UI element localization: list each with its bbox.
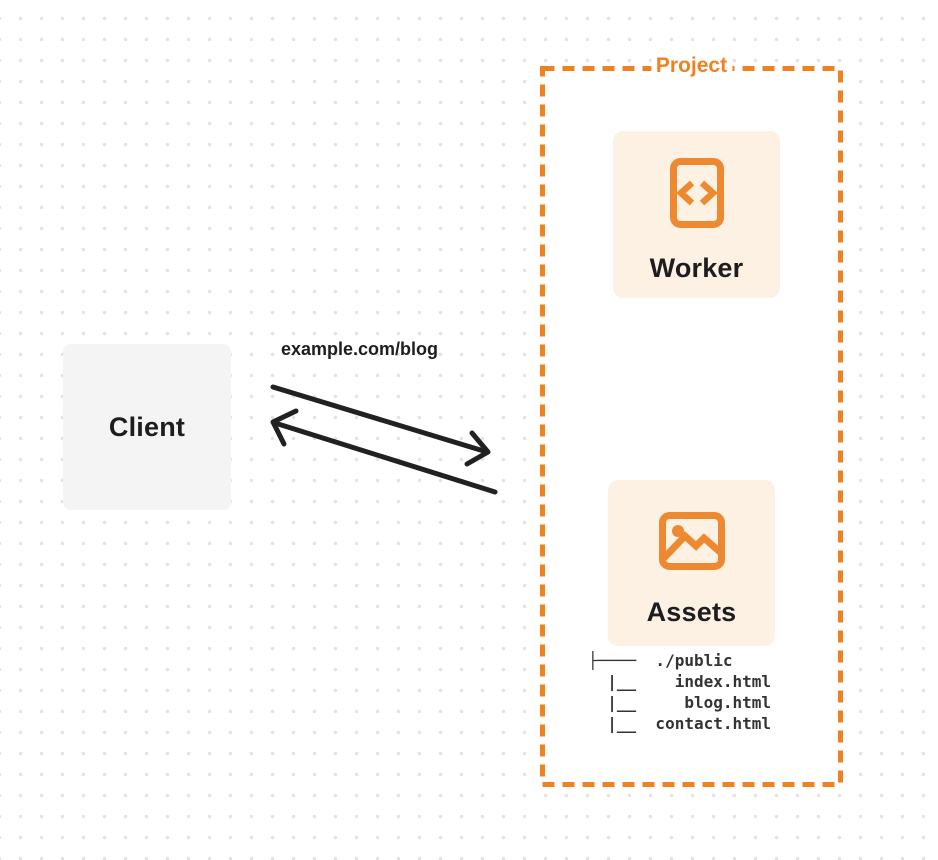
assets-file-tree: ├──── ./public |__ index.html |__ blog.h…: [588, 650, 771, 734]
worker-label: Worker: [649, 253, 744, 283]
request-url-label: example.com/blog: [281, 339, 439, 359]
file-tree-line: |__ blog.html: [588, 693, 772, 712]
image-landscape-icon: [658, 512, 725, 570]
client-node: Client: [63, 344, 231, 510]
file-tree-line: |__ contact.html: [588, 714, 772, 733]
assets-node: Assets: [608, 480, 775, 646]
project-container: Project Worker Assets ├──── ./public |__…: [540, 53, 843, 787]
response-arrowhead-icon: [270, 408, 299, 447]
file-tree-line: ├──── ./public: [588, 651, 733, 670]
request-arrow-line: [270, 384, 490, 455]
file-tree-line: |__ index.html: [588, 672, 772, 691]
assets-label: Assets: [646, 597, 737, 627]
code-document-icon: [669, 158, 724, 228]
project-label: Project: [650, 53, 733, 79]
worker-node: Worker: [613, 131, 780, 298]
request-arrowhead-icon: [464, 430, 491, 467]
client-label: Client: [108, 411, 186, 442]
response-arrow-line: [272, 420, 498, 495]
